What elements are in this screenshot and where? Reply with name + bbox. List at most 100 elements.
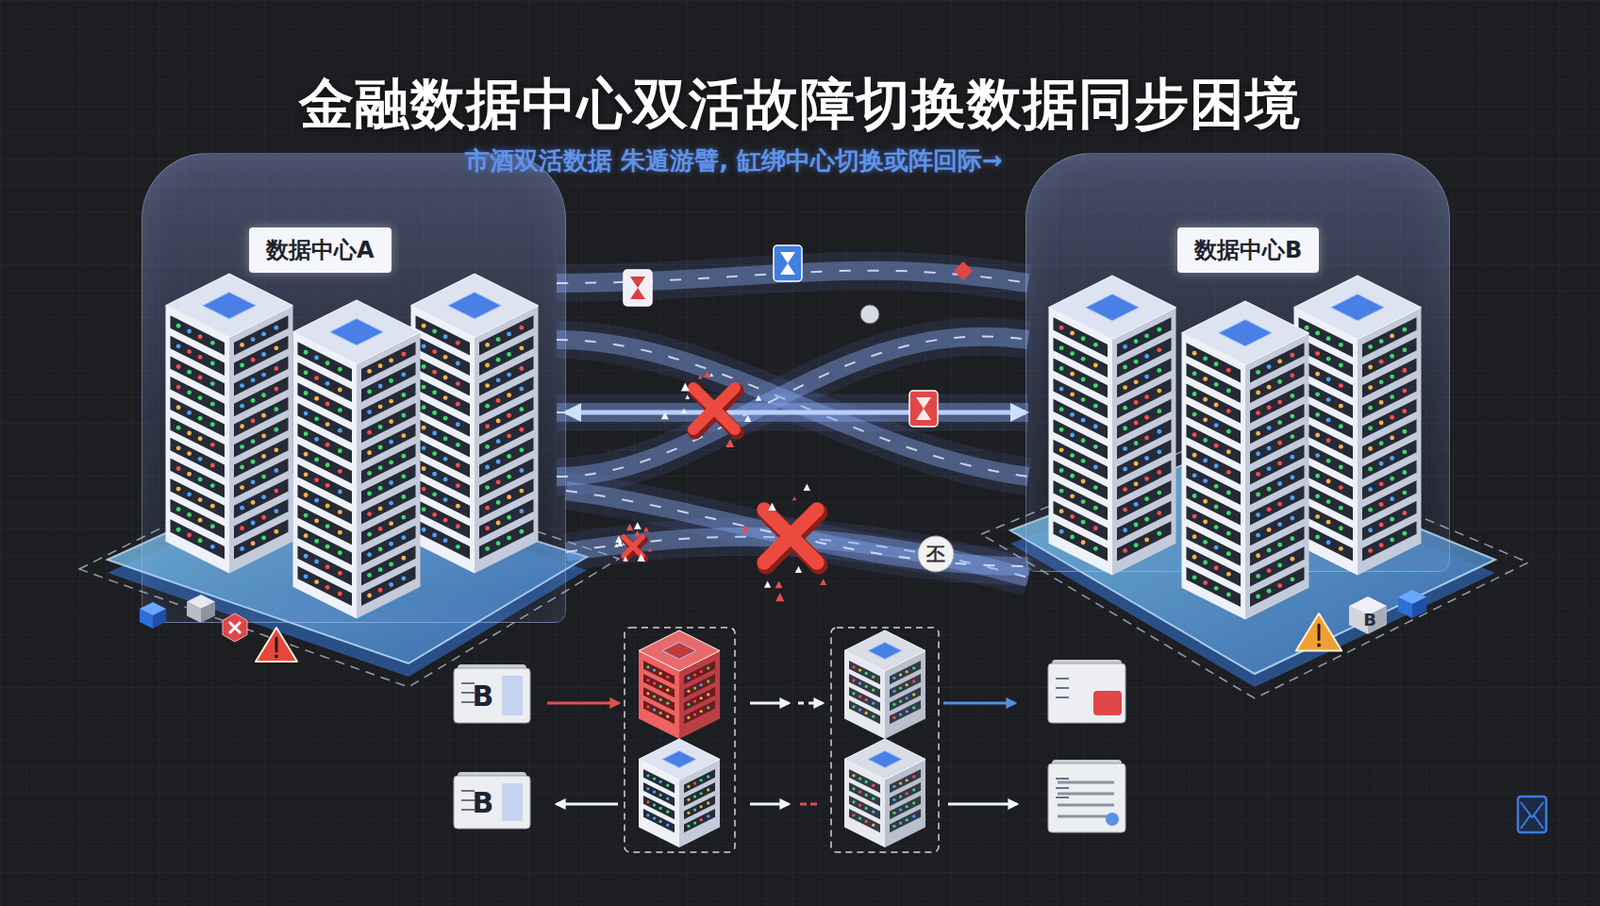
status-led <box>1304 447 1310 452</box>
rack-slot <box>1053 500 1109 541</box>
status-led <box>337 366 343 372</box>
rack-slot <box>170 499 226 539</box>
status-led <box>1277 521 1283 527</box>
rack-slot <box>683 673 716 698</box>
status-led <box>325 401 331 407</box>
status-led <box>1202 539 1208 545</box>
status-led <box>432 512 437 517</box>
status-led <box>1144 415 1150 420</box>
rack-slot <box>1053 459 1109 500</box>
rack-slot <box>1299 399 1354 439</box>
status-led <box>1304 427 1310 433</box>
status-led <box>912 800 916 804</box>
status-led <box>1326 437 1332 443</box>
status-led <box>851 773 855 777</box>
status-led <box>905 817 909 821</box>
rack-slot <box>1362 500 1417 541</box>
status-led <box>506 534 512 540</box>
status-led <box>400 433 406 438</box>
status-led <box>1081 356 1086 362</box>
rack-slot <box>233 437 289 478</box>
status-led <box>706 692 710 696</box>
rack-slot <box>1186 505 1242 546</box>
rack-slot <box>849 768 881 793</box>
status-led <box>1379 420 1384 426</box>
rack-slot <box>889 673 921 698</box>
status-led <box>210 523 216 529</box>
status-led <box>1214 524 1219 530</box>
status-led <box>273 427 279 433</box>
status-led <box>388 582 394 587</box>
rack-slot <box>361 443 417 484</box>
status-led <box>1226 367 1232 373</box>
tower-top-badge <box>662 641 697 659</box>
rack-slot <box>1250 424 1305 465</box>
status-led <box>443 416 449 421</box>
rack-slot <box>416 335 471 376</box>
document-icon <box>1048 659 1126 723</box>
document-line <box>1057 792 1115 796</box>
rack-slot <box>170 478 226 518</box>
status-led <box>646 786 650 790</box>
status-led <box>388 541 394 547</box>
status-led <box>366 409 372 415</box>
status-led <box>1226 592 1232 598</box>
rack-slot <box>1250 546 1305 586</box>
diagram-title: 金融数据中心双活故障切换数据同步困境 <box>0 67 1600 142</box>
status-led <box>1338 525 1344 531</box>
status-led <box>1389 516 1395 522</box>
status-led <box>484 423 490 429</box>
data-stream-dash <box>556 411 1029 414</box>
status-led <box>1315 534 1320 540</box>
status-led <box>1289 414 1295 419</box>
status-led <box>1379 379 1384 384</box>
rack-slot <box>170 355 226 396</box>
status-led <box>659 819 663 823</box>
rack-slot <box>849 808 881 833</box>
status-led <box>325 360 331 366</box>
status-led <box>314 396 319 401</box>
status-led <box>1326 479 1332 484</box>
status-led <box>484 525 490 531</box>
status-led <box>1326 335 1332 341</box>
status-led <box>1192 554 1198 560</box>
status-led <box>1255 533 1261 538</box>
status-led <box>1133 522 1139 528</box>
status-led <box>1093 465 1099 470</box>
status-led <box>1289 433 1295 439</box>
status-led <box>186 369 192 375</box>
status-led <box>1367 446 1373 451</box>
document-line <box>1055 686 1069 689</box>
rack-slot <box>170 397 226 437</box>
cube-top <box>139 601 167 616</box>
status-led <box>899 794 902 798</box>
document-sheet <box>453 775 531 829</box>
status-led <box>1156 469 1162 475</box>
status-led <box>366 593 372 599</box>
status-led <box>652 803 656 807</box>
status-led <box>871 715 875 718</box>
status-led <box>1367 425 1373 431</box>
rack-slot <box>416 315 471 355</box>
status-led <box>1255 410 1261 416</box>
status-led <box>659 780 663 784</box>
status-led <box>1389 536 1395 542</box>
status-led <box>1093 546 1099 551</box>
rack-slot <box>361 483 417 524</box>
status-led <box>1389 455 1395 461</box>
status-led <box>337 468 343 474</box>
status-led <box>1133 359 1139 365</box>
status-led <box>1277 379 1283 384</box>
rack-slot <box>1299 316 1354 357</box>
status-led <box>865 780 868 784</box>
status-led <box>1326 458 1332 464</box>
status-led <box>303 513 309 518</box>
rack-slot <box>1186 444 1242 484</box>
status-led <box>388 418 394 424</box>
status-led <box>400 392 406 398</box>
status-led <box>366 491 372 497</box>
hourglass-frame <box>909 390 938 427</box>
debris-particle <box>792 496 797 500</box>
status-led <box>865 793 868 797</box>
status-led <box>366 470 372 476</box>
